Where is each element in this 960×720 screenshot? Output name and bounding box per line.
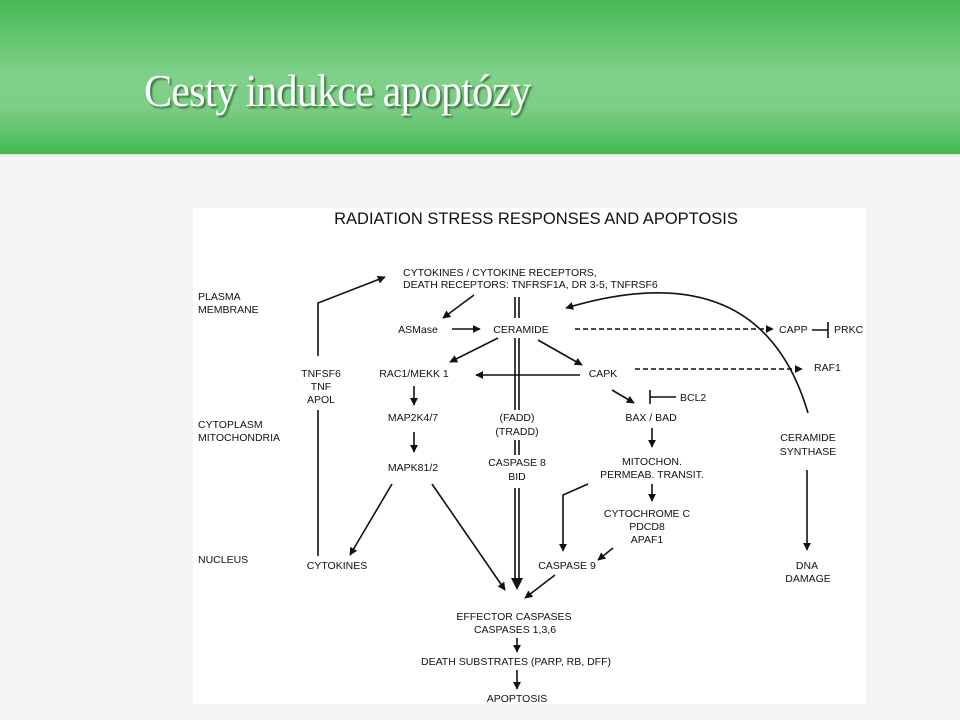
node-capk: CAPK	[589, 368, 618, 380]
label-cytoplasm: CYTOPLASM	[198, 419, 263, 431]
apoptosis-pathway-diagram: RADIATION STRESS RESPONSES AND APOPTOSIS…	[193, 208, 866, 705]
edge-ceramide-to-capk	[537, 339, 583, 366]
node-tnf: TNF	[311, 381, 331, 393]
node-mapk: MAPK81/2	[388, 462, 438, 474]
node-ceramide-synthase-2: SYNTHASE	[780, 446, 837, 458]
edge-ceramide-to-rac1	[449, 337, 499, 363]
node-receptors-2: DEATH RECEPTORS: TNFRSF1A, DR 3-5, TNFRS…	[403, 279, 658, 291]
edge-receptors-to-asmase	[442, 294, 475, 319]
node-baxbad: BAX / BAD	[625, 412, 677, 424]
node-death-substrates: DEATH SUBSTRATES (PARP, RB, DFF)	[421, 656, 611, 668]
node-caspase8: CASPASE 8	[488, 457, 546, 469]
edge-caspase9-to-effector	[524, 574, 556, 599]
edge-bcl2-inhibits-baxbad	[649, 390, 676, 404]
node-apoptosis: APOPTOSIS	[487, 693, 548, 704]
edge-ligands-to-receptors	[317, 275, 386, 356]
slide-title: Cesty indukce apoptózy	[144, 65, 531, 116]
node-capp: CAPP	[779, 324, 808, 336]
edge-cytochrome-to-caspase9	[597, 547, 614, 561]
node-caspases-136: CASPASES 1,3,6	[474, 624, 556, 636]
node-caspase9: CASPASE 9	[538, 560, 596, 572]
node-rac1: RAC1/MEKK 1	[379, 368, 449, 380]
node-map2k: MAP2K4/7	[388, 412, 438, 424]
node-pdcd8: PDCD8	[629, 521, 665, 533]
edge-capp-inhibits-prkc	[812, 322, 829, 338]
title-banner: Cesty indukce apoptózy	[0, 0, 960, 154]
edge-caspase8-effector-double	[514, 488, 520, 580]
node-apol: APOL	[307, 394, 335, 406]
edge-receptors-ceramide-double	[514, 297, 520, 318]
label-membrane: MEMBRANE	[198, 304, 259, 316]
edge-caspase8-effector-arrowhead	[511, 578, 523, 590]
edge-synthase-to-ceramide	[565, 291, 809, 414]
node-tradd: (TRADD)	[495, 426, 538, 438]
node-bid: BID	[508, 471, 526, 483]
edge-fadd-caspase8-double	[514, 440, 520, 455]
node-ceramide: CERAMIDE	[493, 324, 548, 336]
label-plasma: PLASMA	[198, 291, 241, 303]
edge-mapk-to-effector	[431, 483, 506, 591]
edge-capk-to-baxbad	[611, 389, 635, 404]
diagram-title: RADIATION STRESS RESPONSES AND APOPTOSIS	[334, 210, 738, 228]
label-nucleus: NUCLEUS	[198, 554, 248, 566]
node-raf1: RAF1	[814, 362, 841, 374]
node-ceramide-synthase-1: CERAMIDE	[780, 432, 835, 444]
node-asmase: ASMase	[398, 324, 438, 336]
node-effector-caspases: EFFECTOR CASPASES	[456, 611, 571, 623]
node-fadd: (FADD)	[500, 412, 535, 424]
node-cytokines: CYTOKINES	[307, 560, 368, 572]
node-damage: DAMAGE	[785, 573, 831, 585]
node-mitochon: MITOCHON.	[622, 456, 682, 468]
node-dna: DNA	[796, 560, 818, 572]
edge-ceramide-fadd-double	[514, 338, 520, 410]
node-apaf1: APAF1	[631, 534, 664, 546]
edge-mapk-to-cytokines	[349, 483, 393, 556]
node-prkc: PRKC	[834, 324, 864, 336]
node-receptors-1: CYTOKINES / CYTOKINE RECEPTORS,	[403, 267, 597, 279]
label-mitochondria: MITOCHONDRIA	[198, 432, 280, 444]
node-cytochrome: CYTOCHROME C	[604, 508, 691, 520]
edge-mito-to-caspase9	[559, 483, 589, 552]
node-bcl2: BCL2	[680, 392, 706, 404]
node-tnfsf6: TNFSF6	[301, 368, 341, 380]
node-permeab: PERMEAB. TRANSIT.	[600, 469, 704, 481]
pathway-svg: RADIATION STRESS RESPONSES AND APOPTOSIS…	[198, 210, 864, 705]
